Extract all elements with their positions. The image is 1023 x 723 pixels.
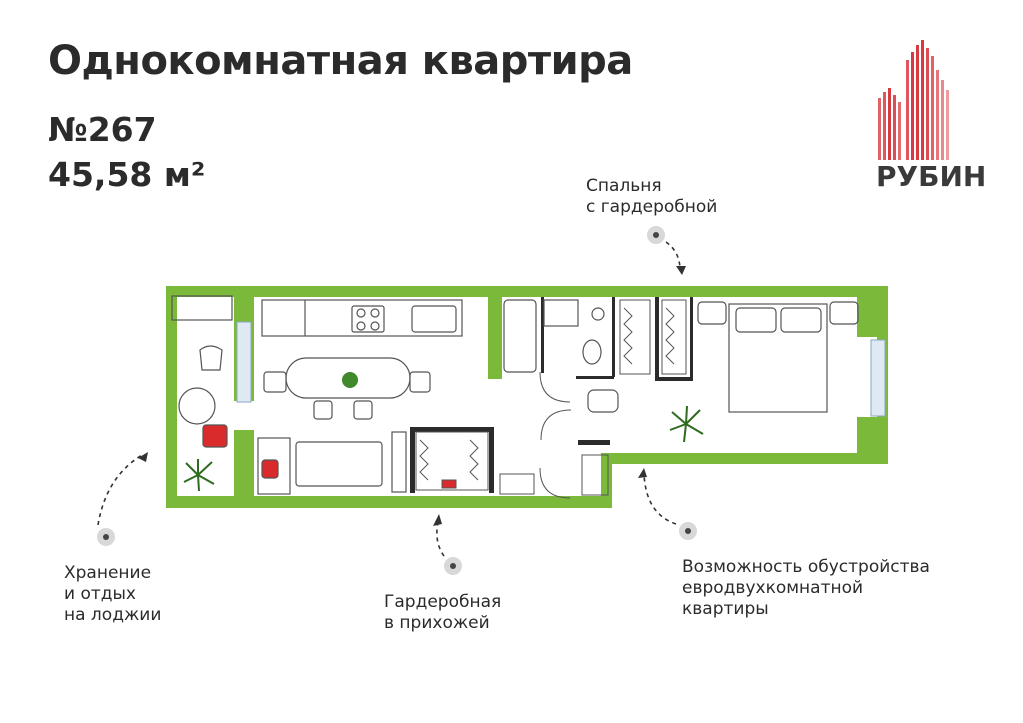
- loggia-note-line2: и отдых: [64, 584, 136, 604]
- rubin-logo-icon: [878, 40, 949, 160]
- euro-note: Возможность обустройства евродвухкомнатн…: [682, 557, 930, 620]
- arrow-heads: [138, 266, 686, 526]
- inner-walls: [410, 297, 693, 493]
- sofa: [257, 431, 407, 495]
- loggia-note-line3: на лоджии: [64, 605, 162, 625]
- loggia-note-line1: Хранение: [64, 563, 152, 583]
- loggia-furniture: [171, 295, 233, 448]
- annotation-markers: [97, 226, 697, 575]
- euro-note-line3: квартиры: [682, 599, 769, 619]
- hallway-note: Гардеробная в прихожей: [384, 592, 501, 634]
- apartment-area: 45,58 м²: [48, 155, 206, 194]
- apartment-number: №267: [48, 110, 157, 149]
- euro-note-line2: евродвухкомнатной: [682, 578, 864, 598]
- bedroom-note: Спальня с гардеробной: [586, 176, 717, 218]
- bedroom-plant-icon: [669, 405, 704, 443]
- euro-note-line1: Возможность обустройства: [682, 557, 930, 577]
- hallway-note-line2: в прихожей: [384, 613, 490, 633]
- table-plant-icon: [342, 372, 358, 388]
- loggia-note: Хранение и отдых на лоджии: [64, 563, 161, 626]
- bedroom-note-line2: с гардеробной: [586, 197, 718, 217]
- brand-name: РУБИН: [876, 160, 987, 193]
- bedroom-wardrobe: [581, 299, 687, 496]
- windows: [236, 321, 886, 417]
- bed: [697, 301, 859, 413]
- bathroom: [503, 299, 619, 413]
- loggia-plant-icon: [183, 459, 215, 492]
- kitchen-counter: [261, 299, 463, 337]
- hallway-note-line1: Гардеробная: [384, 592, 502, 612]
- bedroom-note-line1: Спальня: [586, 176, 662, 196]
- page-title: Однокомнатная квартира: [48, 38, 633, 84]
- doors: [539, 371, 572, 499]
- dining-table: [263, 357, 431, 420]
- hallway-wardrobe: [415, 431, 535, 495]
- annotation-arrows: [97, 241, 681, 557]
